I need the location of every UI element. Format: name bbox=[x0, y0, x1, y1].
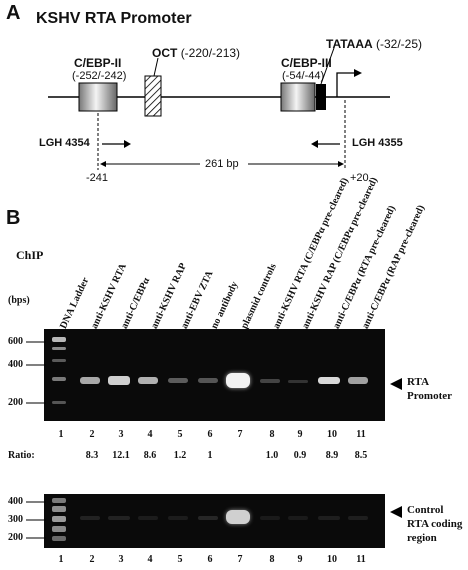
gel1-band-6 bbox=[198, 378, 218, 383]
lane-label-3: anti-C/EBPα bbox=[119, 276, 153, 331]
lane-label-1: DNA Ladder bbox=[58, 275, 92, 331]
tataaa-pos: (-32/-25) bbox=[376, 37, 423, 51]
lane-num-2: 2 bbox=[89, 429, 95, 440]
panel-a-title: KSHV RTA Promoter bbox=[36, 10, 192, 27]
gel2-lane-num-3: 3 bbox=[118, 554, 124, 565]
gel2-label-line3: region bbox=[407, 532, 437, 544]
promoter-diagram bbox=[48, 69, 390, 170]
cebp2-box bbox=[78, 82, 118, 112]
bps-label: (bps) bbox=[8, 295, 30, 306]
ratio-label: Ratio: bbox=[8, 450, 35, 461]
primer-left-label: LGH 4354 bbox=[39, 137, 90, 149]
span-label: 261 bp bbox=[205, 158, 239, 170]
lane-num-4: 4 bbox=[147, 429, 153, 440]
gel1-band-3 bbox=[108, 376, 130, 385]
lane-num-1: 1 bbox=[58, 429, 64, 440]
gel2-marker-400: 400 bbox=[8, 496, 23, 507]
ratio-lane-5: 1.2 bbox=[173, 450, 187, 461]
gel1-label-line2: Promoter bbox=[407, 390, 452, 402]
gel-rta-coding-region bbox=[44, 494, 385, 548]
ratio-lane-6: 1 bbox=[207, 450, 213, 461]
gel1-marker-600: 600 bbox=[8, 336, 23, 347]
gel1-band-2 bbox=[80, 377, 100, 384]
gel1-label-line1: RTA bbox=[407, 376, 430, 388]
lane-num-11: 11 bbox=[356, 429, 366, 440]
oct-pos: (-220/-213) bbox=[180, 46, 241, 60]
lane-num-10: 10 bbox=[327, 429, 337, 440]
gel2-lane-num-1: 1 bbox=[58, 554, 64, 565]
gel2-lane-num-4: 4 bbox=[147, 554, 153, 565]
lane-num-7: 7 bbox=[237, 429, 243, 440]
tataaa-label: TATAAA bbox=[326, 37, 373, 51]
gel2-lane-num-11: 11 bbox=[356, 554, 366, 565]
gel2-lane-num-9: 9 bbox=[297, 554, 303, 565]
gel1-band-4 bbox=[138, 377, 158, 384]
gel2-lane-num-7: 7 bbox=[237, 554, 243, 565]
gel1-marker-200: 200 bbox=[8, 397, 23, 408]
coord-left: -241 bbox=[86, 172, 109, 184]
gel2-label-line1: Control bbox=[407, 504, 444, 516]
tataaa-box bbox=[316, 84, 326, 110]
lane-num-6: 6 bbox=[207, 429, 213, 440]
gel2-lane-num-5: 5 bbox=[177, 554, 183, 565]
lane-num-8: 8 bbox=[269, 429, 275, 440]
ratio-lane-9: 0.9 bbox=[293, 450, 307, 461]
gel1-band-5 bbox=[168, 378, 188, 383]
ratio-lane-3: 12.1 bbox=[112, 450, 130, 461]
cebp3-pos: (-54/-44) bbox=[282, 70, 325, 82]
gel1-band-8 bbox=[260, 379, 280, 383]
ratio-lane-8: 1.0 bbox=[265, 450, 279, 461]
cebp2-pos: (-252/-242) bbox=[72, 70, 127, 82]
lane-num-9: 9 bbox=[297, 429, 303, 440]
ratio-lane-10: 8.9 bbox=[325, 450, 339, 461]
lane-num-5: 5 bbox=[177, 429, 183, 440]
gel2-label-line2: RTA coding bbox=[407, 518, 463, 530]
cebp2-label: C/EBP-II bbox=[74, 56, 122, 70]
panel-a-letter: A bbox=[6, 2, 21, 24]
gel2-lane-num-10: 10 bbox=[327, 554, 337, 565]
ratio-lane-4: 8.6 bbox=[143, 450, 157, 461]
oct-label: OCT bbox=[152, 46, 178, 60]
gel2-marker-200: 200 bbox=[8, 532, 23, 543]
gel1-band-11 bbox=[348, 377, 368, 384]
cebp3-label: C/EBP-III bbox=[281, 56, 332, 70]
primer-right-label: LGH 4355 bbox=[352, 137, 403, 149]
gel2-lane-num-2: 2 bbox=[89, 554, 95, 565]
gel-rta-promoter bbox=[44, 329, 385, 421]
gel1-marker-400: 400 bbox=[8, 359, 23, 370]
tss-arrow bbox=[336, 72, 354, 97]
gel1-pointer-icon bbox=[390, 378, 402, 390]
cebp3-box bbox=[280, 82, 316, 112]
oct-box bbox=[144, 75, 162, 117]
gel2-pointer-icon bbox=[390, 506, 402, 518]
ratio-lane-11: 8.5 bbox=[354, 450, 368, 461]
gel1-band-10 bbox=[318, 377, 340, 384]
chip-title: ChIP bbox=[16, 248, 44, 262]
lane-label-6: no antibody bbox=[209, 279, 241, 331]
panel-b-letter: B bbox=[6, 207, 21, 229]
gel2-lane-num-8: 8 bbox=[269, 554, 275, 565]
gel1-band-7 bbox=[226, 373, 250, 388]
gel2-lane-num-6: 6 bbox=[207, 554, 213, 565]
gel2-band-7 bbox=[226, 510, 250, 524]
lane-num-3: 3 bbox=[118, 429, 124, 440]
gel1-band-9 bbox=[288, 380, 308, 383]
ratio-lane-2: 8.3 bbox=[85, 450, 99, 461]
coord-right: +20 bbox=[350, 172, 369, 184]
gel2-marker-300: 300 bbox=[8, 514, 23, 525]
